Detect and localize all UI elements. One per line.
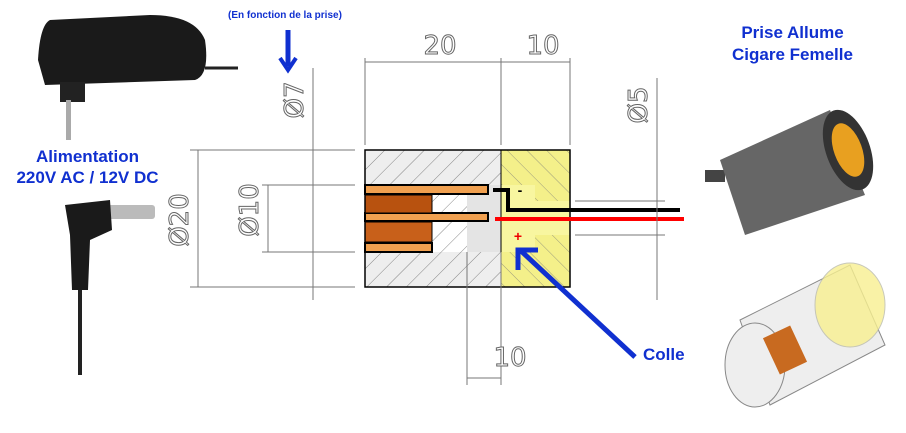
glue-arrow-icon [515,247,637,359]
socket-note: (En fonction de la prise) [228,10,342,21]
plus-sign: + [514,228,522,244]
glue-label: Colle [643,345,685,364]
dim-dia-5: Ø5 [624,86,654,123]
socket-label: Prise Allume Cigare Femelle [710,22,875,66]
power-supply-label: Alimentation 220V AC / 12V DC [0,146,175,188]
dim-length-main: 20 [423,31,456,61]
dim-bottom-length: 10 [493,343,526,373]
socket-label-line2: Cigare Femelle [732,45,853,64]
dim-dia-10: Ø10 [235,183,265,237]
dc-plug-image [65,200,155,375]
socket-3d-render [724,262,886,408]
minus-sign: - [518,182,523,198]
dim-dia-7: Ø7 [280,81,310,118]
section-view [364,149,684,288]
arrow-down-icon [278,30,298,74]
power-supply-spec: 220V AC / 12V DC [16,168,159,187]
cigarette-socket-image [705,109,874,235]
power-supply-title: Alimentation [36,147,139,166]
black-wire [493,188,680,212]
socket-label-line1: Prise Allume [741,23,844,42]
dimension-lines [190,58,665,385]
dim-length-cap: 10 [526,31,559,61]
power-adapter-image [38,15,238,140]
dim-dia-20: Ø20 [165,193,195,247]
